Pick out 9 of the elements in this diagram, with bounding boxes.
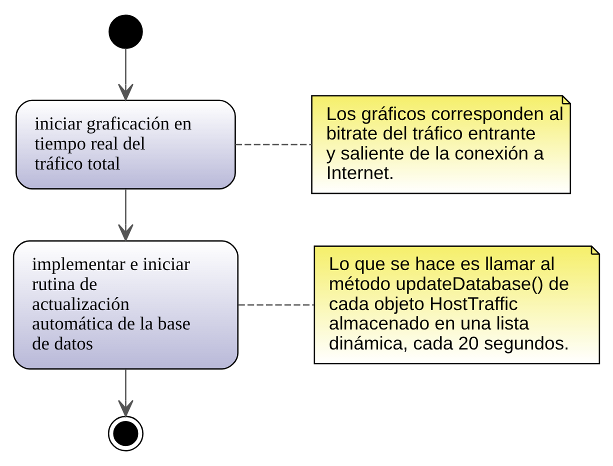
arrow: [118, 189, 134, 242]
arrow: [118, 369, 134, 417]
arrow: [118, 48, 134, 101]
node-bullseye: [108, 416, 144, 452]
connector: [235, 144, 312, 146]
node-box: iniciar graficación en tiempo real del tráfico total: [16, 100, 236, 190]
node-box: implementar e iniciar rutina de actualización automática de la base de datos: [12, 240, 239, 370]
connector: [238, 304, 314, 306]
node-circle: [108, 14, 143, 49]
